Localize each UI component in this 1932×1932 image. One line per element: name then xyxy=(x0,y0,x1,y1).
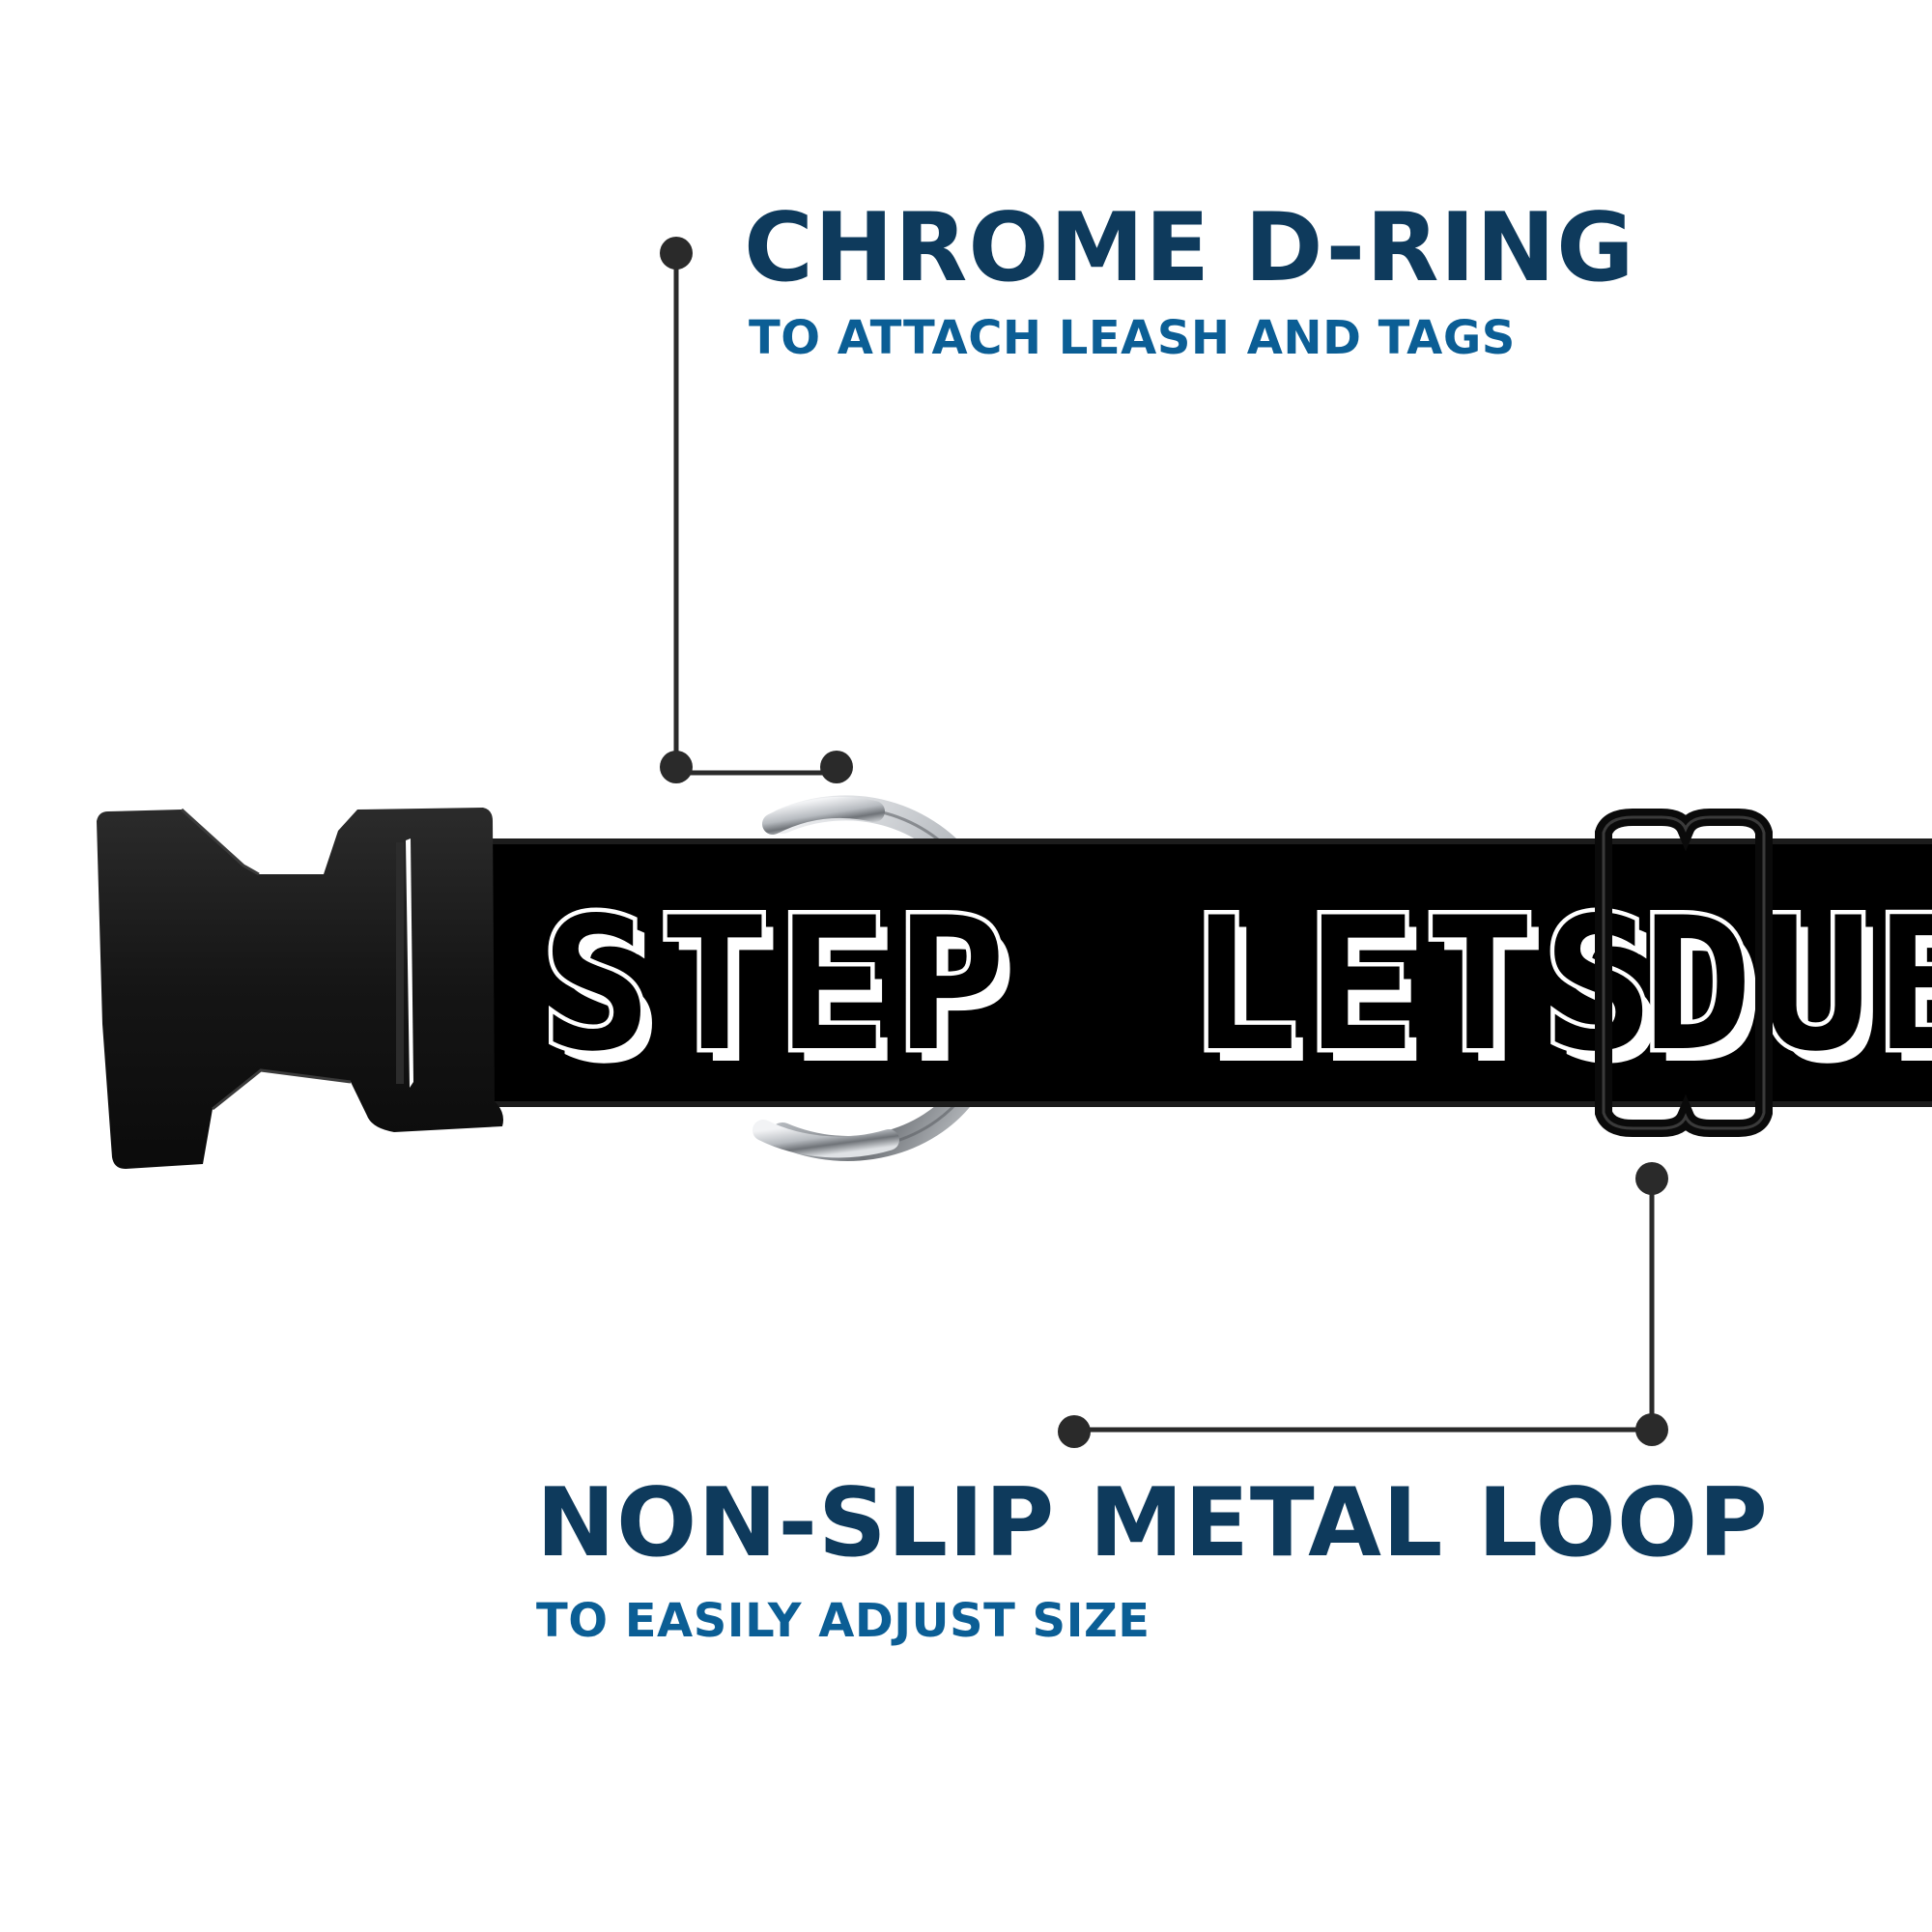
metal-loop-callout-title: NON-SLIP METAL LOOP xyxy=(536,1468,1769,1578)
collar-word-lets: LETS xyxy=(1188,878,1662,1092)
side-release-buckle-icon xyxy=(97,808,503,1169)
metal-loop-leader xyxy=(1058,1162,1668,1448)
leader-dot xyxy=(660,237,693,270)
leader-dot xyxy=(1635,1162,1668,1195)
collar-word-step: STEP xyxy=(541,878,1014,1092)
leader-dot xyxy=(660,751,693,783)
collar-word-dub: DUB xyxy=(1642,878,1932,1092)
leader-dot xyxy=(1058,1415,1091,1448)
collar-word-step-shadow: STEP xyxy=(553,891,1026,1104)
slide-loop-icon xyxy=(1595,809,1773,1137)
d-ring-leader xyxy=(660,237,853,783)
collar-print: STEP STEP LETS LETS DUB DUB xyxy=(537,874,1932,1105)
d-ring-callout-title: CHROME D-RING xyxy=(744,193,1635,303)
collar-word-dub-shadow: DUB xyxy=(1654,891,1932,1104)
collar-strap xyxy=(411,838,1932,1107)
d-ring-callout-subtitle: TO ATTACH LEASH AND TAGS xyxy=(749,311,1516,365)
metal-loop-callout-subtitle: TO EASILY ADJUST SIZE xyxy=(536,1594,1151,1648)
leader-dot xyxy=(820,751,853,783)
leader-dot xyxy=(1635,1413,1668,1446)
collar-word-lets-shadow: LETS xyxy=(1200,891,1673,1104)
